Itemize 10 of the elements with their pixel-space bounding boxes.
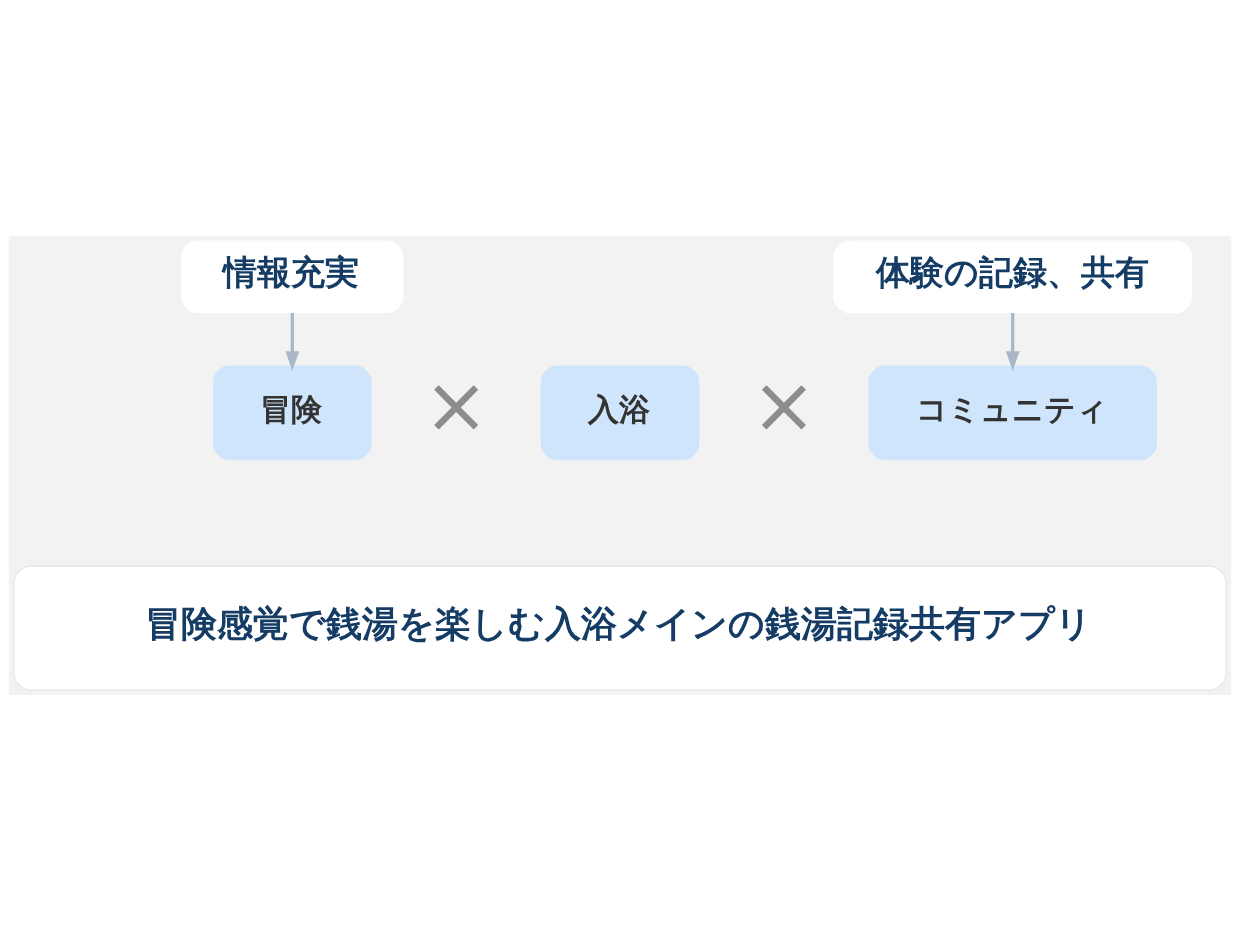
arrow xyxy=(285,312,300,371)
node-box: 冒険感覚で銭湯を楽しむ入浴メインの銭湯記録共有アプリ xyxy=(13,565,1227,690)
node-box: 入浴 xyxy=(540,364,700,460)
label: × xyxy=(423,359,489,450)
node-box: コミュニティ xyxy=(868,364,1157,460)
node-box: 冒険 xyxy=(213,364,372,460)
node-box: 体験の記録、共有 xyxy=(833,240,1193,313)
node-box: 情報充実 xyxy=(181,240,404,313)
label: × xyxy=(751,359,817,450)
arrow xyxy=(1005,312,1020,371)
